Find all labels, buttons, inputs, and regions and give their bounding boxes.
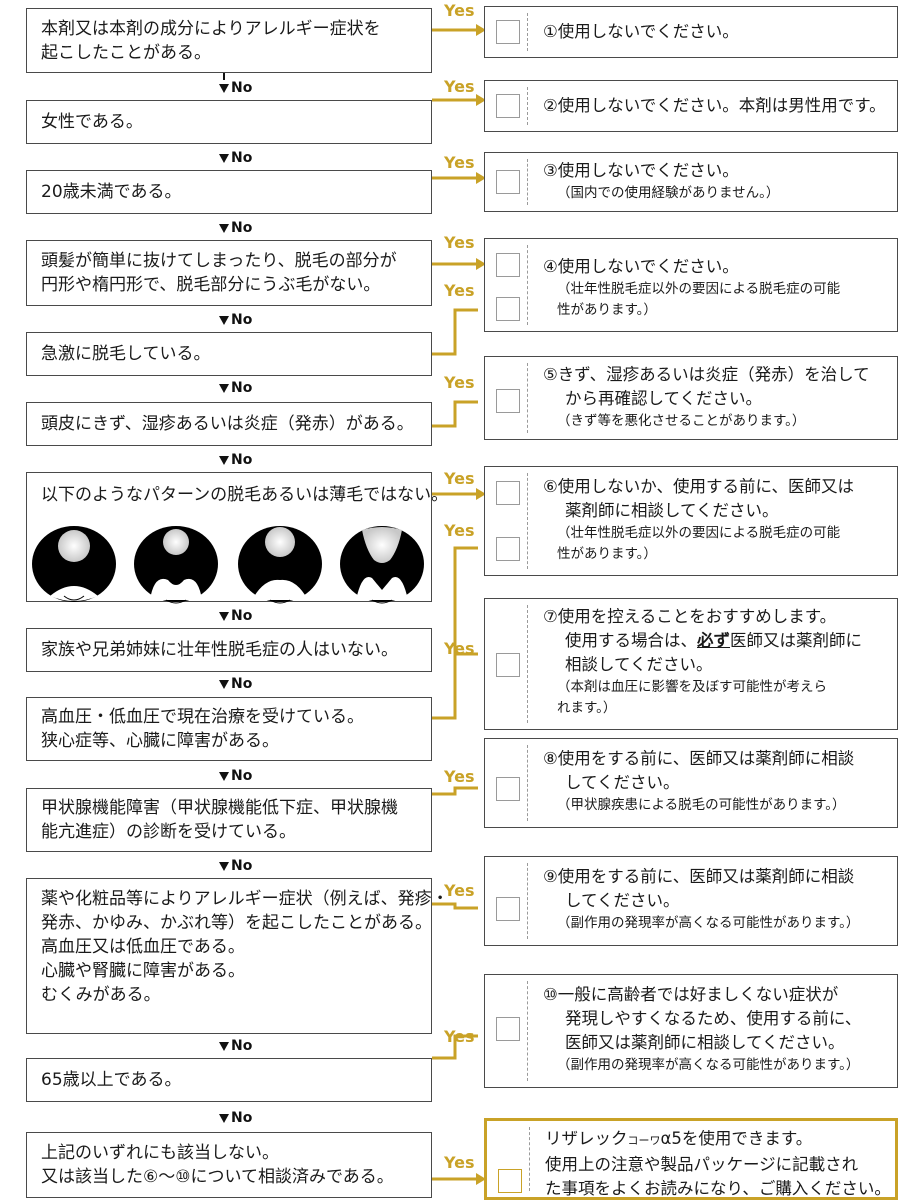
- answer-box-8: ⑧使用をする前に、医師又は薬剤師に相談 してください。 （甲状腺疾患による脱毛の…: [484, 738, 898, 828]
- dashed-divider: [527, 863, 528, 939]
- answer-box-9: ⑨使用をする前に、医師又は薬剤師に相談 してください。 （副作用の発現率が高くな…: [484, 856, 898, 946]
- down-arrow-icon: [219, 771, 229, 781]
- checkbox[interactable]: [496, 537, 520, 561]
- checkbox[interactable]: [496, 94, 520, 118]
- head-advanced-pattern-icon: [340, 526, 424, 604]
- dashed-divider: [527, 473, 528, 569]
- yes-label: Yes: [444, 881, 475, 900]
- yes-label: Yes: [444, 281, 475, 300]
- down-arrow-icon: [219, 315, 229, 325]
- yes-label: Yes: [444, 153, 475, 172]
- answer-box-2: ②使用しないでください。本剤は男性用です。: [484, 80, 898, 132]
- no-arrow: No: [219, 1038, 252, 1054]
- head-large-crown-pattern-icon: [238, 526, 322, 604]
- question-box: 高血圧・低血圧で現在治療を受けている。 狭心症等、心臓に障害がある。: [26, 697, 432, 761]
- checkbox[interactable]: [496, 253, 520, 277]
- no-arrow: No: [219, 312, 252, 328]
- question-box: 上記のいずれにも該当しない。 又は該当した⑥〜⑩について相談済みである。: [26, 1132, 432, 1198]
- yes-label: Yes: [444, 767, 475, 786]
- checkbox[interactable]: [496, 481, 520, 505]
- head-m-pattern-icon: [134, 526, 218, 604]
- down-arrow-icon: [219, 153, 229, 163]
- answer-box-4: ④使用しないでください。 （壮年性脱毛症以外の要因による脱毛症の可能 性がありま…: [484, 238, 898, 332]
- dashed-divider: [527, 87, 528, 125]
- no-arrow: No: [219, 380, 252, 396]
- yes-label: Yes: [444, 639, 475, 658]
- answer-box-6: ⑥使用しないか、使用する前に、医師又は 薬剤師に相談してください。 （壮年性脱毛…: [484, 466, 898, 576]
- yes-label: Yes: [444, 77, 475, 96]
- yes-label: Yes: [444, 373, 475, 392]
- checkbox[interactable]: [496, 20, 520, 44]
- checkbox[interactable]: [496, 297, 520, 321]
- question-box: 頭髪が簡単に抜けてしまったり、脱毛の部分が 円形や楕円形で、脱毛部分にうぶ毛がな…: [26, 240, 432, 306]
- question-box: 頭皮にきず、湿疹あるいは炎症（発赤）がある。: [26, 402, 432, 446]
- checkbox[interactable]: [496, 897, 520, 921]
- no-arrow: No: [219, 150, 252, 166]
- down-arrow-icon: [219, 679, 229, 689]
- question-box: 20歳未満である。: [26, 170, 432, 214]
- yes-label: Yes: [444, 1027, 475, 1046]
- hair-loss-patterns: [32, 526, 424, 604]
- question-box: 甲状腺機能障害（甲状腺機能低下症、甲状腺機 能亢進症）の診断を受けている。: [26, 788, 432, 852]
- dashed-divider: [529, 1127, 530, 1191]
- no-arrow: No: [219, 858, 252, 874]
- down-arrow-icon: [219, 1113, 229, 1123]
- down-arrow-icon: [219, 223, 229, 233]
- checkbox[interactable]: [496, 1017, 520, 1041]
- down-arrow-icon: [219, 455, 229, 465]
- answer-box-10: ⑩一般に高齢者では好ましくない症状が 発現しやすくなるため、使用する前に、 医師…: [484, 974, 898, 1088]
- checkbox[interactable]: [496, 389, 520, 413]
- question-box: 薬や化粧品等によりアレルギー症状（例えば、発疹・ 発赤、かゆみ、かぶれ等）を起こ…: [26, 878, 449, 1034]
- answer-box-1: ①使用しないでください。: [484, 6, 898, 58]
- question-box: 急激に脱毛している。: [26, 332, 432, 376]
- no-arrow: No: [219, 80, 252, 96]
- checkbox[interactable]: [496, 777, 520, 801]
- dashed-divider: [527, 745, 528, 821]
- checkbox[interactable]: [496, 653, 520, 677]
- yes-label: Yes: [444, 1153, 475, 1172]
- no-arrow: No: [219, 768, 252, 784]
- head-crown-pattern-icon: [32, 526, 116, 602]
- question-box: 本剤又は本剤の成分によりアレルギー症状を 起こしたことがある。: [26, 8, 432, 73]
- yes-label: Yes: [444, 233, 475, 252]
- answer-box-5: ⑤きず、湿疹あるいは炎症（発赤）を治して から再確認してください。 （きず等を悪…: [484, 356, 898, 440]
- down-arrow-icon: [219, 611, 229, 621]
- no-arrow: No: [219, 676, 252, 692]
- no-arrow: No: [219, 452, 252, 468]
- down-arrow-icon: [219, 1041, 229, 1051]
- no-arrow: No: [219, 220, 252, 236]
- down-arrow-icon: [219, 83, 229, 93]
- question-box: 家族や兄弟姉妹に壮年性脱毛症の人はいない。: [26, 628, 432, 672]
- dashed-divider: [527, 605, 528, 723]
- yes-label: Yes: [444, 521, 475, 540]
- checkbox[interactable]: [498, 1169, 522, 1193]
- yes-label: Yes: [444, 1, 475, 20]
- dashed-divider: [527, 981, 528, 1081]
- question-box: 女性である。: [26, 100, 432, 144]
- answer-box-final: リザレックコーワα5を使用できます。 使用上の注意や製品パッケージに記載され た…: [484, 1118, 898, 1200]
- dashed-divider: [527, 159, 528, 205]
- no-arrow: No: [219, 608, 252, 624]
- checkbox[interactable]: [496, 170, 520, 194]
- answer-box-7: ⑦使用を控えることをおすすめします。 使用する場合は、必ず医師又は薬剤師に 相談…: [484, 598, 898, 730]
- no-arrow: No: [219, 1110, 252, 1126]
- answer-box-3: ③使用しないでください。 （国内での使用経験がありません。）: [484, 152, 898, 212]
- yes-label: Yes: [444, 469, 475, 488]
- question-box: 65歳以上である。: [26, 1058, 432, 1102]
- dashed-divider: [527, 245, 528, 325]
- down-arrow-icon: [219, 383, 229, 393]
- dashed-divider: [527, 363, 528, 433]
- dashed-divider: [527, 13, 528, 51]
- down-arrow-icon: [219, 861, 229, 871]
